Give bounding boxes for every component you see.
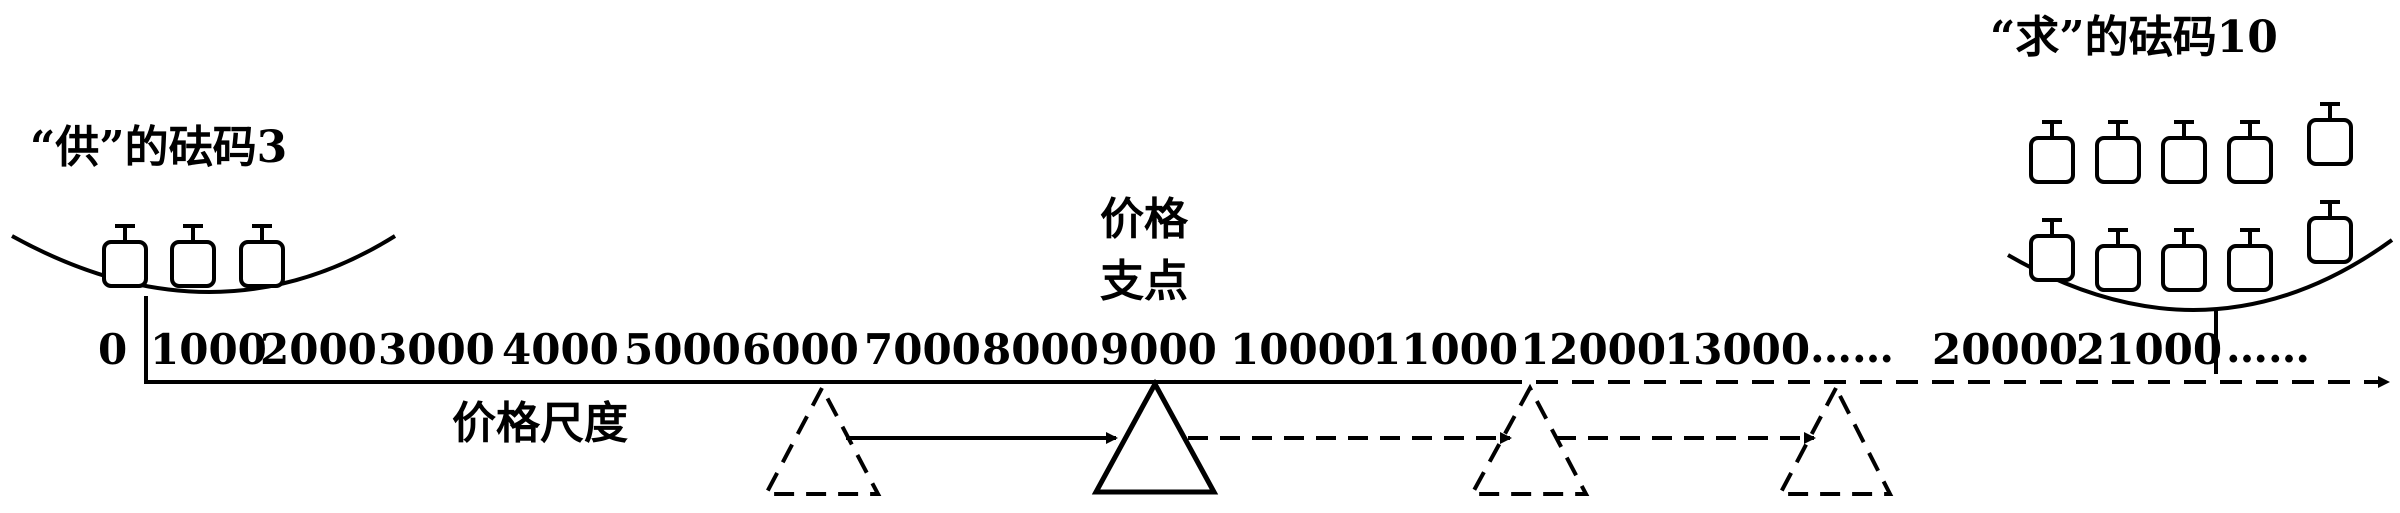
pivot-fulcrum-dashed-left [762,383,882,496]
supply-weights [102,224,285,288]
supply-weight [102,224,148,288]
price-scale-label: 价格尺度 [452,398,628,449]
tick-label-10000: 10000 [1230,325,1376,374]
demand-weight [2095,228,2141,292]
pivot-fulcrum-dashed-right2 [1776,383,1894,496]
tick-label-13000: 13000 [1664,325,1810,374]
tick-label-20000: 20000 [1932,325,2078,374]
tick-label-8000: 8000 [982,325,1099,374]
tick-label-9000: 9000 [1100,325,1217,374]
tick-label-3000: 3000 [378,325,495,374]
tick-ellipsis: …… [1810,323,1894,372]
demand-weight [2161,228,2207,292]
demand-weight [2227,120,2273,184]
demand-weights [2029,102,2353,292]
tick-label-0: 0 [98,325,127,374]
tick-label-1000: 1000 [150,325,267,374]
demand-weight [2029,218,2075,282]
supply-weight [170,224,216,288]
supply-weight [239,224,285,288]
demand-weight [2029,120,2075,184]
demand-weight-label: “求”的砝码10 [1990,12,2278,63]
demand-weight [2227,228,2273,292]
demand-weight [2095,120,2141,184]
tick-label-4000: 4000 [502,325,619,374]
tick-label-5000: 5000 [624,325,741,374]
demand-weight [2307,200,2353,264]
tick-label-12000: 12000 [1520,325,1666,374]
tick-label-7000: 7000 [864,325,981,374]
tick-label-6000: 6000 [742,325,859,374]
demand-weight [2161,120,2207,184]
tick-label-11000: 11000 [1372,325,1518,374]
supply-pan [11,234,397,294]
tick-label-21000: 21000 [2076,325,2222,374]
tick-ellipsis-end: …… [2226,323,2310,372]
pivot-fulcrum-dashed-right1 [1468,383,1590,496]
pivot-fulcrum [1091,378,1219,495]
supply-weight-label: “供”的砝码3 [30,122,287,173]
pivot-label-line1: 价格 [1100,194,1189,245]
pivot-label-line2: 支点 [1100,256,1188,307]
tick-label-2000: 2000 [260,325,377,374]
demand-weight [2307,102,2353,166]
